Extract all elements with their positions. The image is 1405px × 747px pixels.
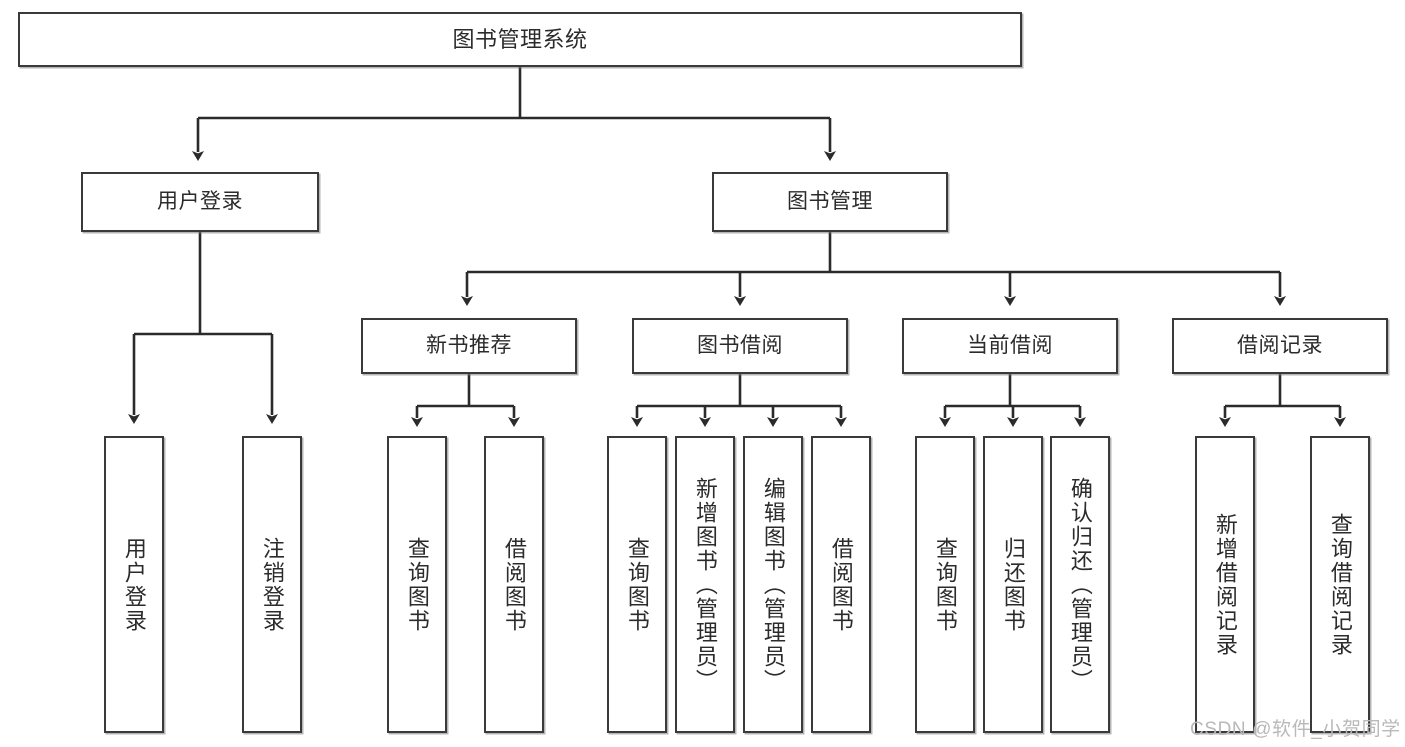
node-label: 图书借阅 — [697, 333, 783, 357]
node-label: 图书管理 — [787, 189, 873, 213]
node-label: 新增图书（管理员） — [692, 476, 718, 693]
leaf-borrow-books[interactable]: 借阅图书 — [811, 436, 871, 733]
node-label: 图书管理系统 — [452, 26, 588, 52]
node-label: 用户登录 — [121, 536, 147, 633]
node-new-book-recommendation[interactable]: 新书推荐 — [361, 318, 577, 374]
node-label: 借阅图书 — [501, 536, 527, 633]
leaf-confirm-return-admin[interactable]: 确认归还（管理员） — [1050, 436, 1110, 733]
node-label: 借阅图书 — [828, 536, 854, 633]
node-book-borrowing[interactable]: 图书借阅 — [632, 318, 848, 374]
node-label: 查询图书 — [624, 536, 650, 633]
node-label: 归还图书 — [1000, 536, 1026, 633]
node-book-management[interactable]: 图书管理 — [712, 172, 948, 232]
node-user-login[interactable]: 用户登录 — [81, 172, 319, 232]
leaf-edit-book-admin[interactable]: 编辑图书（管理员） — [743, 436, 803, 733]
node-label: 查询借阅记录 — [1327, 512, 1353, 657]
node-label: 借阅记录 — [1237, 333, 1323, 357]
node-label: 用户登录 — [157, 189, 243, 213]
node-label: 新书推荐 — [426, 333, 512, 357]
csdn-watermark: CSDN @软件_小贺同学 — [1190, 719, 1401, 740]
node-label: 查询图书 — [932, 536, 958, 633]
leaf-query-books-current[interactable]: 查询图书 — [915, 436, 975, 733]
leaf-query-borrow-record[interactable]: 查询借阅记录 — [1310, 436, 1370, 733]
leaf-query-books-recommend[interactable]: 查询图书 — [387, 436, 447, 733]
node-label: 查询图书 — [404, 536, 430, 633]
leaf-return-books[interactable]: 归还图书 — [983, 436, 1043, 733]
node-label: 注销登录 — [259, 536, 285, 633]
node-root-book-management-system[interactable]: 图书管理系统 — [18, 12, 1022, 67]
leaf-add-book-admin[interactable]: 新增图书（管理员） — [675, 436, 735, 733]
leaf-logout[interactable]: 注销登录 — [242, 436, 302, 733]
leaf-user-login[interactable]: 用户登录 — [104, 436, 164, 733]
node-current-borrowing[interactable]: 当前借阅 — [902, 318, 1118, 374]
node-label: 新增借阅记录 — [1212, 512, 1238, 657]
leaf-query-books-borrow[interactable]: 查询图书 — [607, 436, 667, 733]
node-borrowing-record[interactable]: 借阅记录 — [1172, 318, 1388, 374]
node-label: 编辑图书（管理员） — [760, 476, 786, 693]
node-label: 当前借阅 — [967, 333, 1053, 357]
leaf-borrow-books-recommend[interactable]: 借阅图书 — [484, 436, 544, 733]
node-label: 确认归还（管理员） — [1067, 476, 1093, 693]
leaf-add-borrow-record[interactable]: 新增借阅记录 — [1195, 436, 1255, 733]
